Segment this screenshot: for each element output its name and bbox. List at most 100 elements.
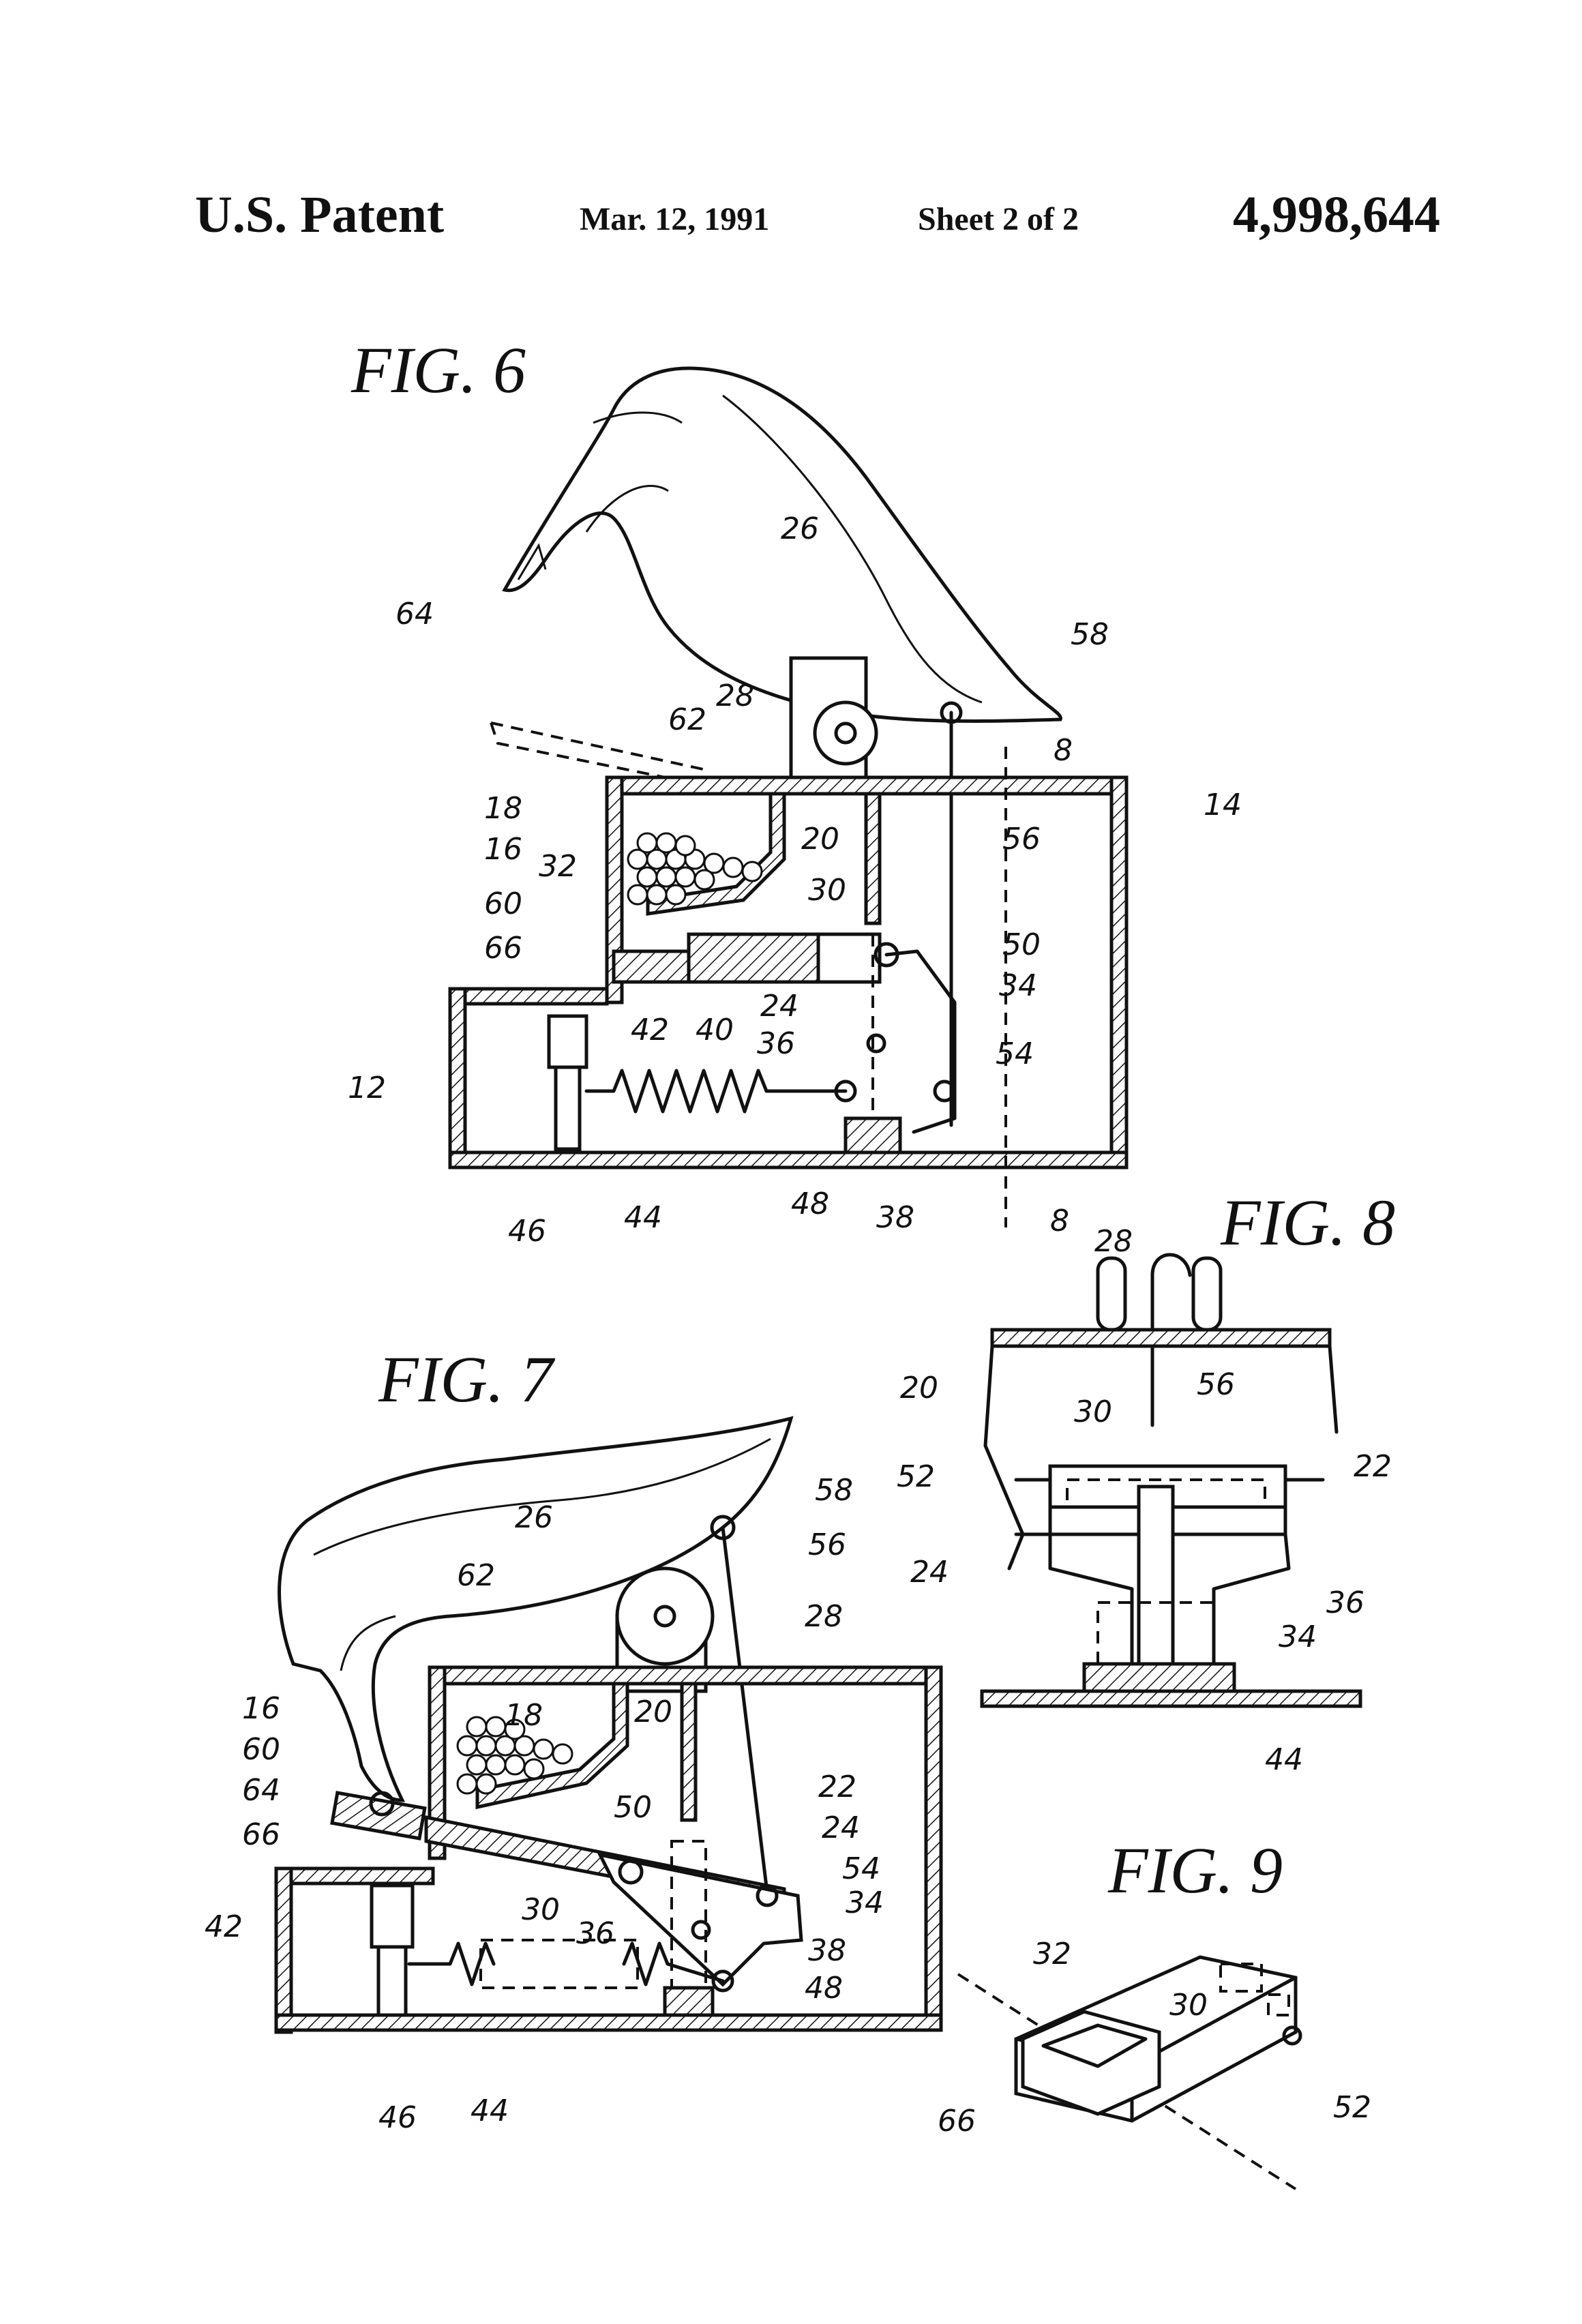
fig9-label-52: 52 xyxy=(1333,2090,1371,2125)
lid-open-dashed-2 xyxy=(490,722,683,782)
fig8-label-20: 20 xyxy=(900,1371,938,1405)
bird-neck-tilted xyxy=(340,1615,396,1671)
lever-34-tilted xyxy=(597,1852,803,1987)
fig6-label-62: 62 xyxy=(668,702,706,737)
base-plate-44-tilted xyxy=(274,2013,943,2032)
pin-36-tilted xyxy=(691,1920,711,1940)
pivot-28-tilted xyxy=(615,1566,715,1666)
fig6-label-14: 14 xyxy=(1204,788,1242,822)
fig8-label-22: 22 xyxy=(1354,1449,1392,1484)
fig8-label-44: 44 xyxy=(1265,1742,1303,1777)
rod-56-tilted xyxy=(721,1525,769,1894)
lid-open-dashed xyxy=(490,721,710,772)
lower-left-wall-tilted xyxy=(274,1866,293,2034)
fig7-label-48: 48 xyxy=(805,1971,843,2006)
fig8-label-28: 28 xyxy=(1094,1224,1133,1259)
fig9-title: FIG. 9 xyxy=(1107,1834,1283,1907)
fig6-label-60: 60 xyxy=(484,887,522,921)
hopper-wall-tilted xyxy=(475,1682,629,1810)
right-wall-tilted xyxy=(924,1665,943,2017)
right-wall-14 xyxy=(1109,775,1129,1161)
pin-48-tilted xyxy=(711,1969,734,1993)
fig6-label-44: 44 xyxy=(624,1200,662,1235)
slide-inner-dashed xyxy=(1066,1478,1266,1508)
plunger-46 xyxy=(554,1065,582,1151)
fig7-label-20: 20 xyxy=(634,1695,672,1729)
pin-54 xyxy=(933,1079,956,1103)
fig8-label-24: 24 xyxy=(910,1555,949,1590)
left-break-line xyxy=(983,1344,1025,1570)
lever-34 xyxy=(884,949,957,1134)
figure-6: FIG. 6 xyxy=(348,333,1242,1249)
fig6-label-50: 50 xyxy=(1002,927,1041,962)
pin-36 xyxy=(866,1033,886,1054)
fig8-title: FIG. 8 xyxy=(1220,1186,1395,1259)
actuator-42 xyxy=(547,1014,588,1069)
fig7-title: FIG. 7 xyxy=(378,1343,556,1416)
fig7-label-42: 42 xyxy=(205,1909,243,1944)
fig9-label-30: 30 xyxy=(1169,1988,1208,2023)
slide-cup-66 xyxy=(612,949,691,984)
fig7-label-18: 18 xyxy=(505,1698,543,1733)
stop-38 xyxy=(844,1116,902,1154)
fig7-label-26: 26 xyxy=(515,1500,553,1535)
pin-50-tilted xyxy=(618,1859,644,1885)
post-28-left xyxy=(1096,1256,1127,1332)
fig6-label-18: 18 xyxy=(484,791,522,826)
fig6-label-36: 36 xyxy=(757,1026,795,1061)
bird-body-tilted xyxy=(278,1416,794,1802)
pivot-28 xyxy=(813,700,878,766)
lever-34-fig8 xyxy=(1137,1485,1175,1686)
bird-contour-tilted xyxy=(313,1437,771,1556)
linkage-36-dashed xyxy=(1096,1601,1215,1672)
top-wall-62-tilted xyxy=(428,1665,943,1686)
bird-beak-line xyxy=(585,485,669,533)
fig7-label-28: 28 xyxy=(805,1599,843,1634)
fig7-label-44: 44 xyxy=(471,2094,509,2128)
fig8-label-56: 56 xyxy=(1197,1367,1235,1402)
fig7-label-66: 66 xyxy=(242,1817,280,1852)
base-plate-44-fig8 xyxy=(980,1689,1362,1708)
fig7-label-50: 50 xyxy=(614,1790,652,1825)
fig6-label-24: 24 xyxy=(760,989,799,1024)
left-wall-12 xyxy=(448,987,467,1168)
fig6-label-8-top: 8 xyxy=(1054,733,1073,768)
fig6-label-26: 26 xyxy=(781,511,819,546)
figure-7: FIG. 7 xyxy=(205,1343,943,2135)
beak-notch xyxy=(517,543,547,580)
fig7-label-54: 54 xyxy=(842,1851,880,1886)
fig9-label-32: 32 xyxy=(1033,1937,1071,1971)
top-wall-62 xyxy=(605,775,1127,796)
fig6-label-20: 20 xyxy=(801,822,839,856)
left-wall-16 xyxy=(605,775,624,1004)
bird-neck-line xyxy=(593,411,683,424)
fig6-label-64: 64 xyxy=(395,597,434,631)
pivot-pin-tilted xyxy=(653,1605,676,1628)
fig7-label-30: 30 xyxy=(522,1892,560,1927)
actuator-42-tilted xyxy=(370,1883,415,1949)
pin-50 xyxy=(874,942,899,968)
fig7-label-22: 22 xyxy=(818,1770,856,1804)
patent-number: 4,998,644 xyxy=(1233,186,1440,243)
patent-title: U.S. Patent xyxy=(195,186,445,243)
plunger-46-tilted xyxy=(376,1945,408,2017)
rod-top-pin-58-tilted xyxy=(710,1515,736,1540)
fig7-label-56: 56 xyxy=(808,1528,846,1562)
fig6-label-34: 34 xyxy=(999,968,1037,1003)
base-block-fig8 xyxy=(1082,1662,1236,1693)
fig8-label-30: 30 xyxy=(1074,1395,1112,1429)
ball-pile-tilted xyxy=(456,1716,573,1795)
fig6-label-66: 66 xyxy=(484,931,522,966)
fig8-label-36: 36 xyxy=(1326,1585,1364,1620)
fig6-title: FIG. 6 xyxy=(350,333,526,406)
fig7-label-46: 46 xyxy=(378,2100,417,2135)
fig7-label-62: 62 xyxy=(457,1558,495,1593)
fig8-label-52: 52 xyxy=(897,1459,935,1494)
fig7-label-34: 34 xyxy=(846,1886,884,1920)
cup-opening xyxy=(1041,2023,1148,2068)
fig9-label-66: 66 xyxy=(938,2104,976,2139)
fig6-label-12: 12 xyxy=(348,1071,386,1105)
lower-top-left-tilted xyxy=(274,1866,435,1886)
fig6-label-30: 30 xyxy=(808,873,846,908)
